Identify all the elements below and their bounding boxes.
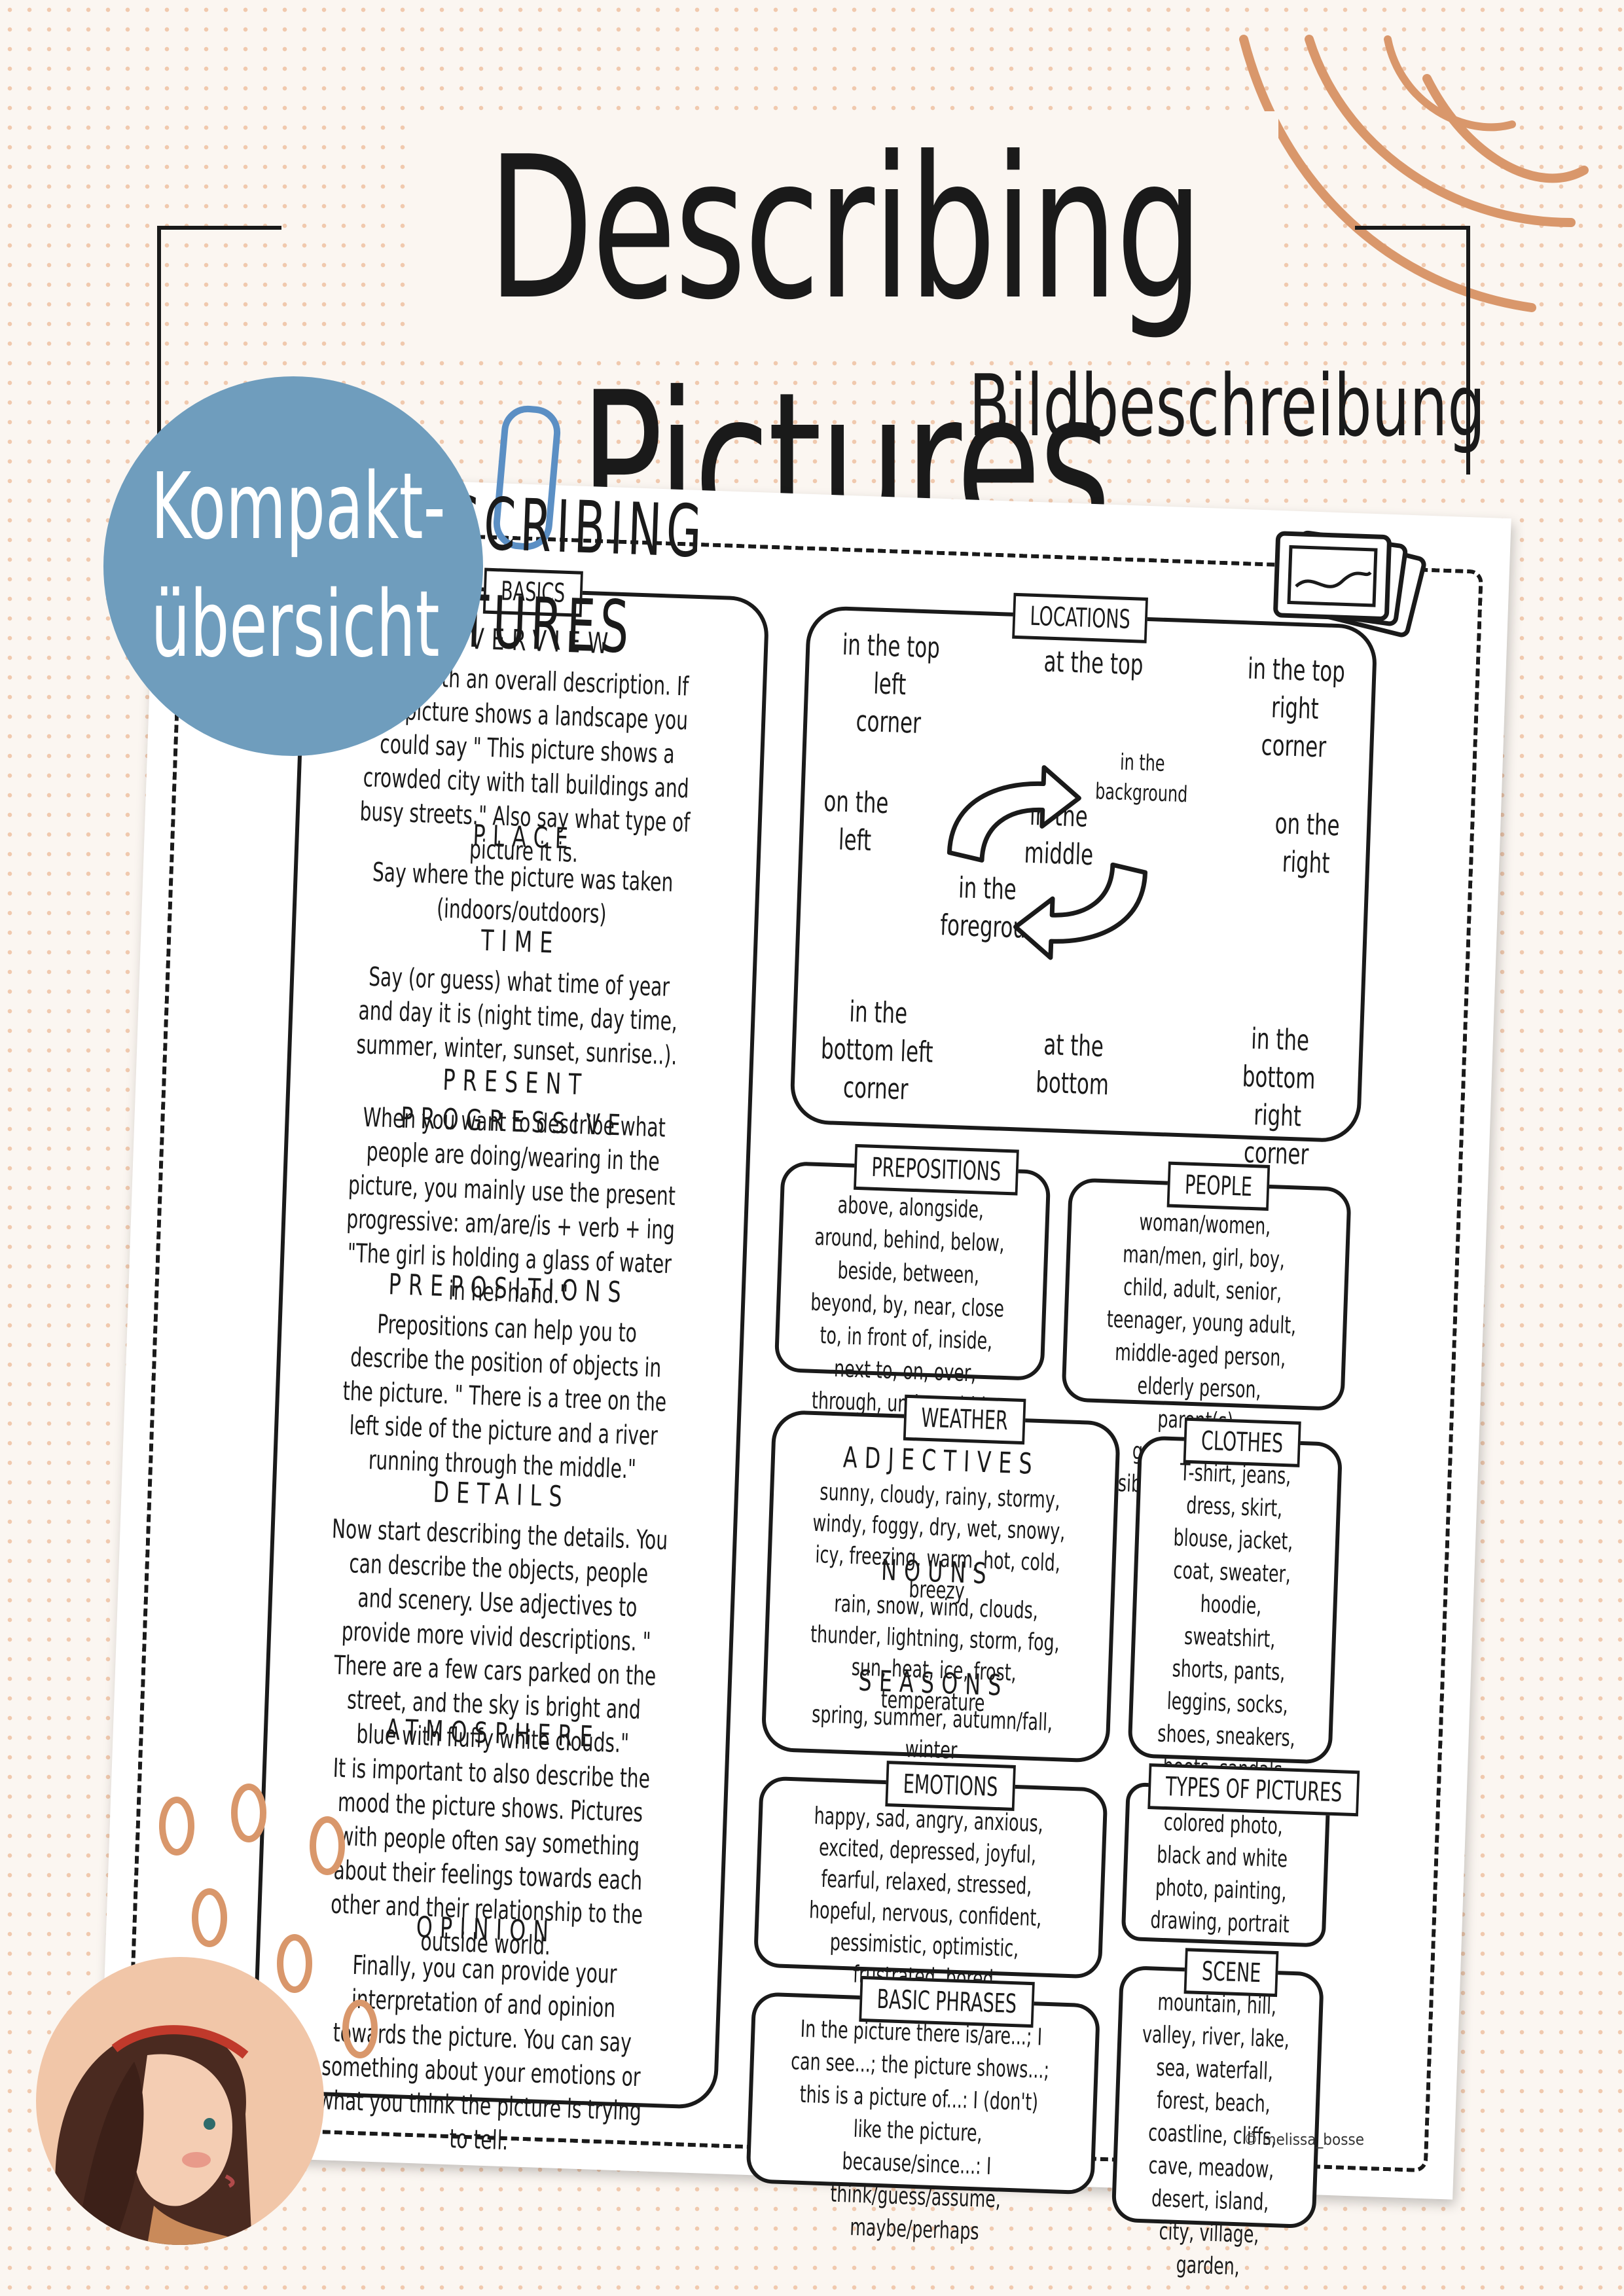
basics-text-4: Prepositions can help you to describe th… <box>342 1309 667 1485</box>
rotate-arrows-icon <box>947 765 1148 960</box>
basics-text-2: Say (or guess) what time of year and day… <box>355 961 678 1071</box>
loc-bottom-left: in the bottom left corner <box>820 995 934 1107</box>
prepositions-text: above, alongside, around, behind, below,… <box>810 1191 1005 1421</box>
locations-label: LOCATIONS <box>1012 592 1149 643</box>
author-avatar <box>36 1957 324 2245</box>
woman-portrait-icon <box>55 2025 253 2245</box>
page-subtitle: Bildbeschreibung <box>969 356 1486 456</box>
loc-left: on the left <box>823 784 890 858</box>
loc-top: at the top <box>1043 645 1144 682</box>
emotions-text: happy, sad, angry, anxious, excited, dep… <box>808 1803 1044 1993</box>
photo-cards-icon <box>1273 530 1426 637</box>
cheat-sheet: BASICS OVERVIEW Start with an overall de… <box>98 471 1511 2280</box>
frame-right <box>1466 226 1470 475</box>
types-text: colored photo, black and white photo, pa… <box>1149 1808 1290 1939</box>
loc-top-left: in the top left corner <box>841 628 941 740</box>
loc-bottom: at the bottom <box>1035 1028 1110 1102</box>
loc-right: on the right <box>1274 806 1341 880</box>
frame-top-right <box>1355 226 1470 230</box>
summary-badge: Kompakt- übersicht <box>103 376 483 756</box>
weather-season-text: spring, summer, autumn/fall, winter <box>811 1701 1053 1765</box>
people-label: PEOPLE <box>1166 1161 1271 1211</box>
badge-line-1: Kompakt- <box>151 454 446 560</box>
loc-bottom-right: in the bottom right corner <box>1242 1022 1316 1172</box>
weather-label: WEATHER <box>903 1394 1026 1445</box>
phrases-text: In the picture there is/are...; I can se… <box>790 2015 1050 2246</box>
credit-text: © melissa_bosse <box>1244 2130 1365 2149</box>
frame-top-left <box>157 226 281 230</box>
loc-top-right: in the top right corner <box>1247 652 1346 764</box>
badge-line-2: übersicht <box>151 571 440 678</box>
prepositions-label: PREPOSITIONS <box>854 1143 1019 1196</box>
page-title: Describing Pictures <box>410 111 1278 579</box>
swirl-decoration-icon <box>1239 35 1589 312</box>
